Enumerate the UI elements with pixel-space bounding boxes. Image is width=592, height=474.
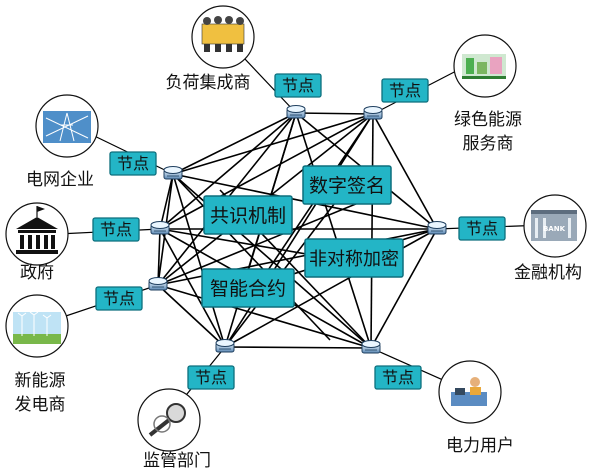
grid-company-label: 电网企业 [26,170,94,190]
mesh-link [172,173,331,341]
government-building-icon [5,202,69,266]
node-label-text: 节点 [382,368,414,387]
electricity-user-icon [438,360,502,424]
contract-text: 智能合约 [210,278,286,300]
bank-icon: BANK [523,194,587,258]
node-label-text: 节点 [100,220,132,239]
government-label: 政府 [20,263,54,283]
consensus-text: 共识机制 [210,205,286,227]
contract-box: 智能合约 [201,268,295,308]
mesh-link [224,113,374,348]
wind-solar-icon [5,294,69,358]
asymmetric-text: 非对称加密 [309,249,399,270]
green-energy-label-line1: 绿色能源 [454,110,522,130]
network-nodes: 节点节点节点节点节点节点节点节点 [92,73,506,390]
new-energy-label-line2: 发电商 [15,395,66,415]
server-node-icon [361,340,381,354]
node-label: 节点 [95,286,143,311]
network-mesh [157,112,438,349]
mesh-link [172,173,226,348]
server-node-icon [215,339,235,353]
node-label-text: 节点 [282,76,314,95]
power-grid-icon [35,94,99,158]
node-label-text: 节点 [466,219,498,238]
node-label: 节点 [274,73,322,98]
magnifier-icon [137,388,201,452]
server-node-icon [427,221,447,235]
mesh-link [295,112,374,115]
mesh-link [157,189,391,286]
mesh-link [172,113,374,175]
mesh-link [370,228,438,349]
node-label: 节点 [187,365,235,390]
mesh-link [159,228,226,348]
node-label-text: 节点 [103,289,135,308]
server-node-icon [150,221,170,235]
green-energy-building-icon [453,34,517,98]
node-label: 节点 [92,217,140,242]
mesh-link [295,112,372,349]
node-label-text: 节点 [195,368,227,387]
people-group-icon [191,5,255,69]
server-node-icon [363,106,383,120]
mesh-link [157,228,161,286]
node-label: 节点 [458,216,506,241]
mesh-link [247,112,297,271]
new-energy-label-line1: 新能源 [15,371,66,391]
node-label-text: 节点 [117,154,149,173]
server-node-icon [163,166,183,180]
node-label: 节点 [374,365,422,390]
svg-text:BANK: BANK [543,225,566,233]
asymmetric-box: 非对称加密 [304,238,404,278]
mesh-link [370,113,374,349]
mesh-link [224,346,372,349]
server-node-icon [148,277,168,291]
node-label: 节点 [109,151,157,176]
node-label-text: 节点 [389,81,421,100]
signature-text: 数字签名 [309,175,385,197]
load-integrator-label: 负荷集成商 [166,73,251,93]
mesh-link [157,284,372,349]
mesh-link [157,284,226,348]
power-user-label: 电力用户 [446,436,514,456]
consensus-box: 共识机制 [203,195,293,235]
signature-box: 数字签名 [302,165,392,205]
mesh-link [159,113,374,230]
green-energy-label-line2: 服务商 [463,134,514,154]
mesh-link [159,173,174,230]
node-label: 节点 [381,78,429,103]
regulator-label: 监管部门 [143,451,211,471]
server-node-icon [286,105,306,119]
financial-institution-label: 金融机构 [514,263,582,283]
mesh-link [172,112,297,175]
mesh-link [372,113,438,230]
mesh-link [159,112,297,230]
